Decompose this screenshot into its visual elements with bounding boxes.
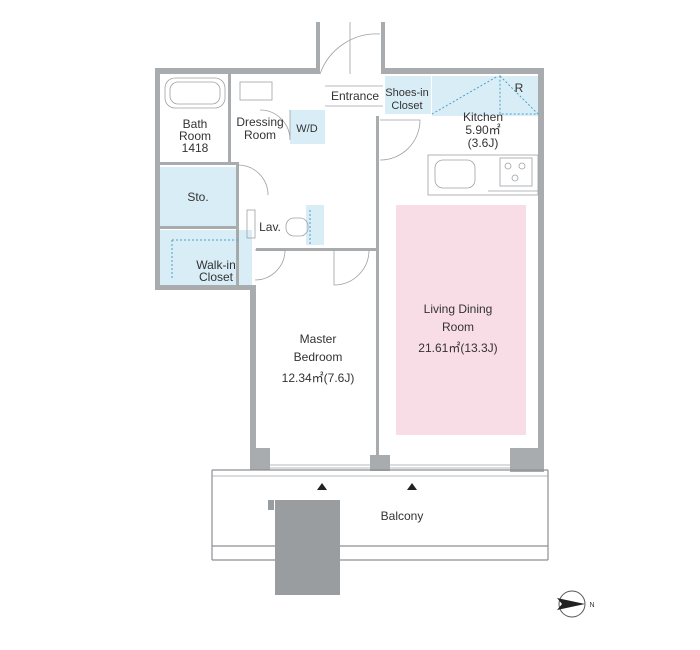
doors (237, 109, 421, 286)
balcony-column (275, 500, 340, 595)
lav-label: Lav. (259, 220, 281, 234)
wall-right (538, 68, 544, 460)
storage-label: Sto. (187, 190, 208, 204)
entrance-door (319, 22, 383, 107)
wd-floor (290, 110, 325, 144)
storage-floor (160, 167, 237, 226)
dressing-label: Dressing Room (236, 115, 283, 142)
svg-text:(3.6J): (3.6J) (468, 136, 499, 150)
wall-sto-walkin (160, 226, 238, 229)
kitchen-fixtures (427, 74, 540, 196)
svg-text:Dressing: Dressing (236, 115, 283, 129)
bath-label: Bath Room 1418 (179, 117, 211, 155)
wall-left-upper (155, 68, 160, 290)
svg-text:12.34㎡(7.6J): 12.34㎡(7.6J) (282, 371, 355, 385)
svg-text:Master: Master (300, 332, 337, 346)
wall-core-horizontal (160, 162, 238, 165)
wall-left-lower (250, 285, 256, 460)
svg-text:Closet: Closet (199, 270, 234, 284)
balcony-label: Balcony (381, 509, 424, 523)
column-middle (370, 455, 390, 471)
svg-text:Shoes-in: Shoes-in (385, 87, 428, 99)
living-dining-floor (396, 205, 526, 435)
svg-text:Bedroom: Bedroom (294, 350, 343, 364)
opening-marker-icon (407, 483, 417, 490)
column-right (510, 448, 544, 472)
dressing-vanity (239, 81, 273, 101)
wall-core-vertical (236, 162, 239, 287)
wall-top-right (385, 68, 540, 74)
master-bedroom-label: Master Bedroom 12.34㎡(7.6J) (282, 332, 355, 385)
living-dining-label: Living Dining Room 21.61㎡(13.3J) (418, 302, 497, 355)
entrance-shaft-right (381, 22, 385, 74)
wall-bath-dressing (228, 74, 231, 162)
toilet-floor (306, 205, 324, 245)
walkin-closet-label: Walk-in Closet (196, 258, 236, 284)
balcony-structure (211, 469, 549, 595)
svg-text:5.90㎡: 5.90㎡ (465, 123, 500, 137)
kitchen-label: Kitchen 5.90㎡ (3.6J) (463, 110, 503, 150)
windows (270, 464, 510, 469)
toilet (246, 209, 311, 245)
entrance-shaft-left (316, 22, 320, 74)
svg-text:Room: Room (244, 128, 276, 142)
wall-top-left (155, 68, 320, 74)
svg-text:21.61㎡(13.3J): 21.61㎡(13.3J) (418, 341, 497, 355)
svg-text:Closet: Closet (391, 100, 422, 112)
stove-icon (499, 157, 533, 187)
sink-icon (434, 159, 476, 189)
walls (155, 22, 544, 472)
column-left (250, 448, 270, 470)
north-arrow-icon: N (557, 590, 595, 618)
wd-label: W/D (296, 123, 317, 135)
svg-text:Kitchen: Kitchen (463, 110, 503, 124)
wall-left-step (155, 285, 255, 290)
shoes-closet-floor (385, 76, 431, 114)
svg-text:Room: Room (179, 129, 211, 143)
fridge-label: R (515, 81, 524, 95)
entrance-label: Entrance (331, 89, 379, 103)
svg-text:Room: Room (442, 320, 474, 334)
shoes-closet-label: Shoes-in Closet (385, 87, 428, 112)
svg-text:Living Dining: Living Dining (424, 302, 493, 316)
svg-text:Walk-in: Walk-in (196, 258, 236, 272)
opening-marker-icon (317, 483, 327, 490)
svg-text:Bath: Bath (183, 117, 208, 131)
wall-bedroom-top (256, 248, 376, 251)
svg-text:N: N (589, 602, 594, 609)
bathtub (164, 77, 226, 109)
svg-text:1418: 1418 (182, 141, 209, 155)
wall-living-divider (376, 116, 379, 456)
